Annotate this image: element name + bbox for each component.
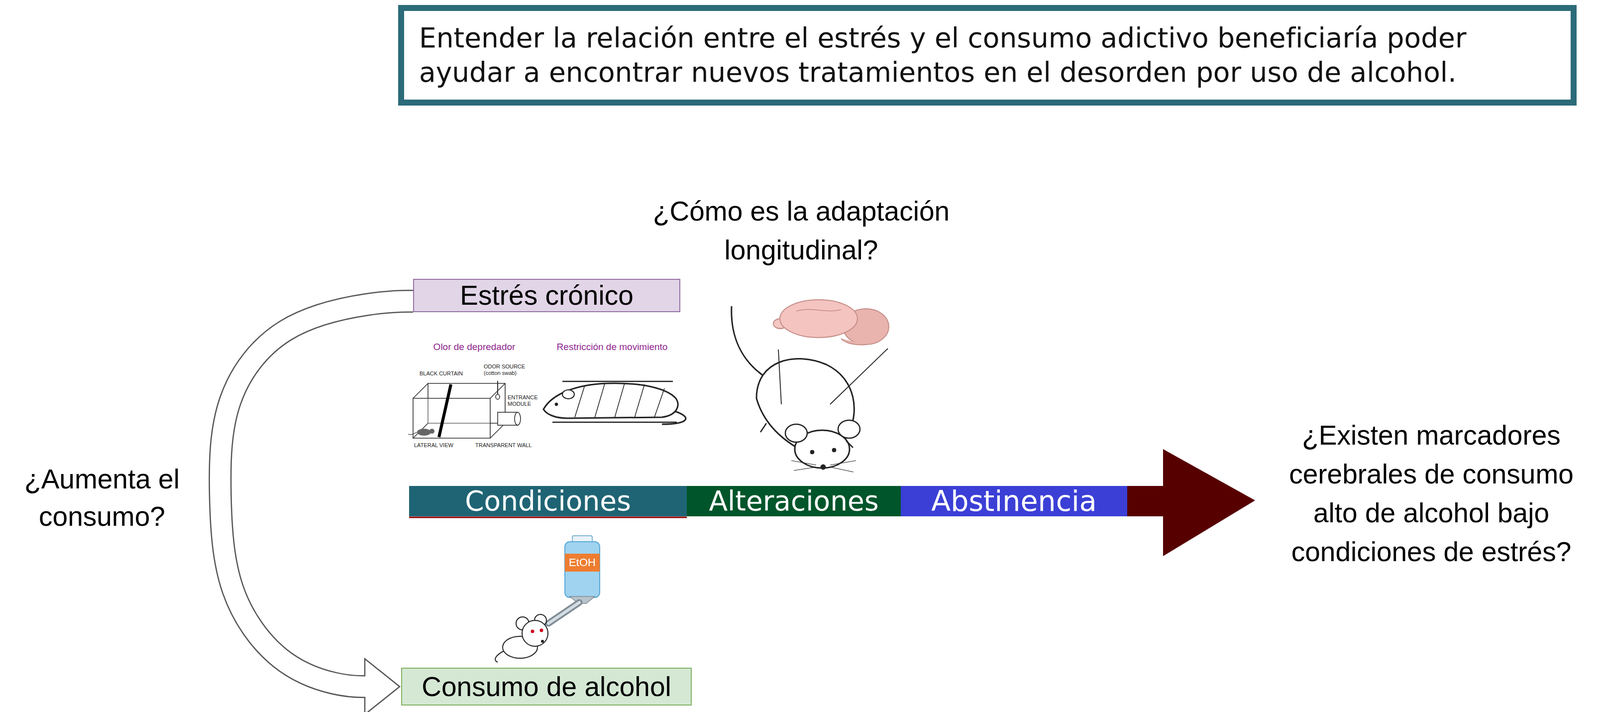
predator-odor-apparatus-part [413,383,428,399]
restrained-rat-part [543,383,678,419]
stress-box: Estrés crónico [413,278,681,313]
timeline-arrow-part [409,516,687,519]
question-label: ¿Cómo es la adaptación longitudinal? [627,191,976,270]
node-text: Consumo de alcohol [421,671,671,702]
apparatus-label: ENTRANCE MODULE [507,394,541,407]
predator-odor-apparatus-part [438,384,451,437]
stressor-label: Restricción de movimiento [544,341,680,353]
predator-odor-apparatus-part [495,394,500,400]
mouse-with-brain-part [830,348,888,405]
node-text: Condiciones [464,486,632,516]
predator-odor-apparatus-part [413,398,491,438]
drinking-mouse-part [522,620,548,646]
drinking-bottle-part [548,602,580,624]
drinking-mouse [495,614,548,662]
mouse-with-brain [731,299,889,472]
mouse-with-brain-part [760,423,854,448]
mouse-with-brain-part [779,299,858,338]
timeline-arrow-part [1122,448,1256,556]
bottle-label: EtOH [564,555,600,570]
mouse-with-brain-part [830,460,856,465]
node-text: Abstinencia [931,486,1097,517]
restrained-rat [543,381,686,425]
timeline-arrow [409,448,1256,556]
predator-odor-apparatus-part [408,431,418,435]
mouse-with-brain-part [810,449,815,454]
timeline-band: Abstinencia [900,485,1128,517]
connector-fill [219,301,414,687]
drinking-bottle-part [564,553,600,572]
mouse-with-brain-part [796,309,842,312]
restrained-rat-part [562,380,673,383]
drinking-mouse-part [531,629,535,634]
mouse-with-brain-part [793,466,817,471]
predator-odor-apparatus-part [514,412,521,426]
restrained-rat-part [554,402,558,406]
restrained-rat-part [562,389,575,399]
apparatus-label: TRANSPARENT WALL [475,441,533,449]
drinking-bottle-part [548,602,580,624]
predator-odor-apparatus-part [497,380,499,395]
apparatus-label: BLACK CURTAIN [419,370,463,377]
connector-outline [219,301,414,687]
question-label: ¿Aumenta el consumo? [7,460,197,535]
statement-box: Entender la relación entre el estrés y e… [398,4,1577,106]
hollow-arrow-connector [219,301,414,712]
mouse-with-brain-part [778,349,782,405]
mouse-with-brain-part [838,420,860,438]
restrained-rat-part [594,383,605,418]
node-text: Entender la relación entre el estrés y e… [419,20,1556,90]
drinking-mouse-part [539,628,544,633]
restrained-rat-part [634,384,645,418]
apparatus-label: LATERAL VIEW [414,441,454,449]
predator-odor-apparatus-part [429,428,435,434]
predator-odor-apparatus [408,380,521,438]
restrained-rat-part [552,421,677,424]
mouse-with-brain-part [731,306,769,380]
predator-odor-apparatus-part [417,428,431,436]
mouse-with-brain-part [791,460,817,465]
timeline-band: Condiciones [409,485,687,517]
restrained-rat-part [654,388,665,418]
node-text: Estrés crónico [459,280,634,311]
drinking-bottle [548,535,600,624]
timeline-band: Alteraciones [686,485,901,517]
stressor-label: Olor de depredador [424,341,525,353]
mouse-with-brain-part [832,447,837,452]
restrained-rat-part [661,411,686,425]
drinking-mouse-part [495,649,506,662]
mouse-with-brain-part [785,424,808,442]
node-text: Alteraciones [708,486,879,516]
drinking-mouse-part [540,639,544,643]
mouse-with-brain-part [841,338,866,345]
apparatus-label: ODOR SOURCE (cotton swab) [483,363,529,376]
mouse-with-brain-part [830,466,854,472]
mouse-with-brain-part [820,464,826,470]
restrained-rat-part [614,383,625,418]
consumption-box: Consumo de alcohol [401,667,692,706]
arrowhead [364,658,400,712]
question-label: ¿Existen marcadores cerebrales de consum… [1268,415,1595,571]
drinking-bottle-part [564,541,600,598]
restrained-rat-part [574,385,585,418]
